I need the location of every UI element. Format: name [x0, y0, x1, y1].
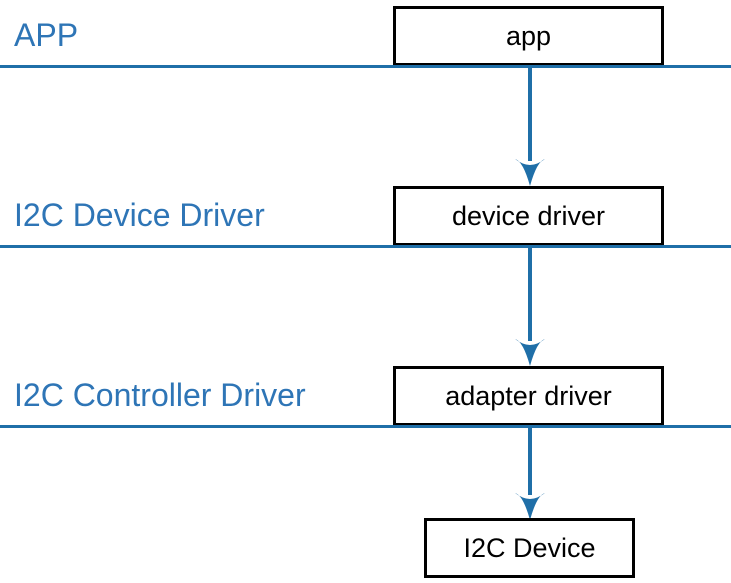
node-box-device-driver[interactable]: device driver	[393, 186, 664, 246]
layer-separator-line-3	[0, 425, 731, 428]
layer-label-i2c-device-driver: I2C Device Driver	[14, 197, 265, 233]
layer-separator-line-2	[0, 245, 731, 248]
layer-separator-line-1	[0, 65, 731, 68]
node-box-adapter-driver[interactable]: adapter driver	[393, 366, 664, 426]
node-box-i2c-device-label: I2C Device	[463, 533, 596, 563]
node-box-adapter-driver-label: adapter driver	[445, 381, 612, 411]
layer-label-i2c-controller-driver: I2C Controller Driver	[14, 377, 306, 413]
node-box-i2c-device[interactable]: I2C Device	[424, 518, 635, 578]
arrow-adapter-driver-to-i2c-device	[514, 426, 546, 520]
arrow-device-driver-to-adapter-driver	[514, 246, 546, 366]
node-box-app[interactable]: app	[393, 6, 664, 66]
node-box-device-driver-label: device driver	[451, 201, 606, 231]
node-box-app-label: app	[505, 21, 552, 51]
layer-label-app: APP	[14, 17, 79, 53]
arrow-app-to-device-driver	[514, 66, 546, 186]
